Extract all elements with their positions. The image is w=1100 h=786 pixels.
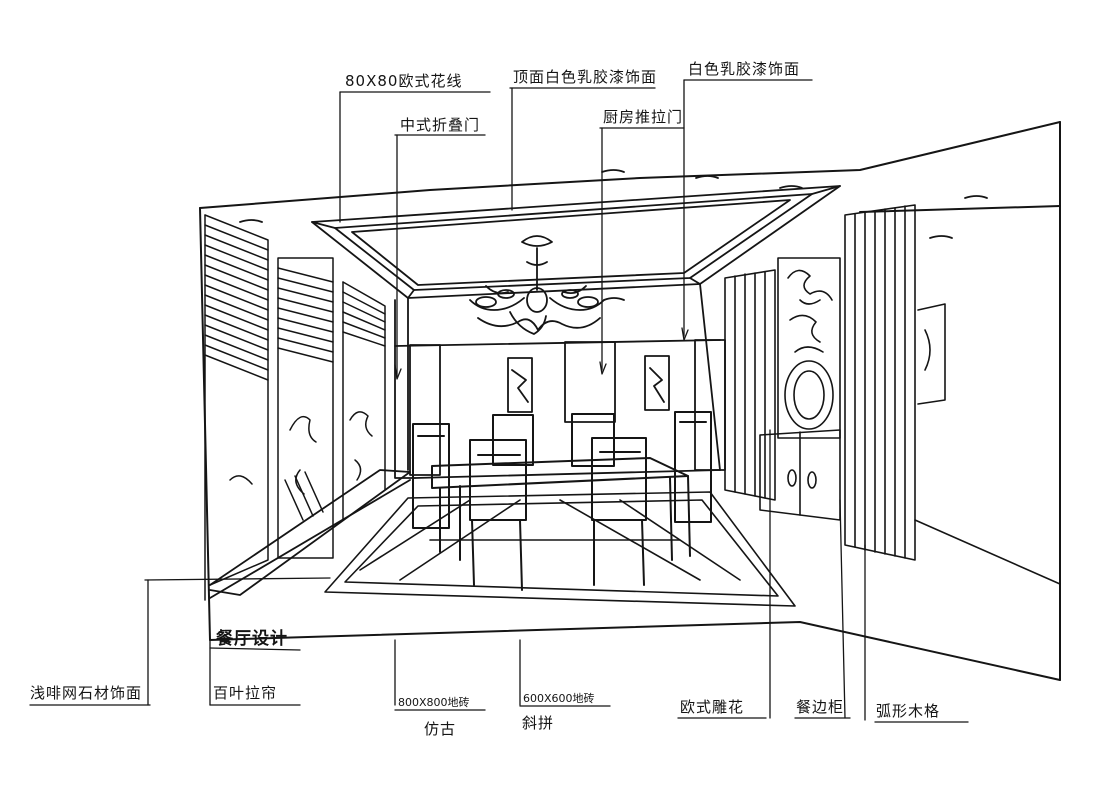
label-diagonal-tile: 600X600地砖 (523, 692, 595, 705)
sketch-title: 餐厅设计 (216, 629, 288, 649)
room-outline (199, 121, 1061, 681)
label-kitchen-door: 厨房推拉门 (603, 108, 684, 126)
label-wall-paint: 白色乳胶漆饰面 (688, 60, 801, 78)
label-diagonal-tile-sub: 斜拼 (522, 714, 555, 732)
dining-set (412, 411, 712, 591)
label-stone-wall: 浅啡网石材饰面 (30, 684, 143, 702)
label-blinds: 百叶拉帘 (213, 684, 278, 702)
label-molding: 80X80欧式花线 (345, 72, 463, 90)
left-blinds (204, 214, 386, 601)
label-ceiling-paint: 顶面白色乳胶漆饰面 (513, 68, 658, 86)
label-carved-panel: 欧式雕花 (680, 698, 745, 716)
back-wall (394, 283, 726, 479)
label-cabinet: 餐边柜 (796, 698, 845, 716)
label-floor-tile: 800X800地砖 (398, 696, 470, 709)
chandelier (469, 235, 605, 335)
label-floor-tile-sub: 仿古 (424, 720, 457, 738)
leader-lines (29, 79, 969, 723)
label-lattice: 弧形木格 (876, 702, 941, 720)
floor-rug (324, 491, 796, 607)
label-folding-door: 中式折叠门 (400, 116, 481, 134)
right-wall (724, 204, 1061, 585)
